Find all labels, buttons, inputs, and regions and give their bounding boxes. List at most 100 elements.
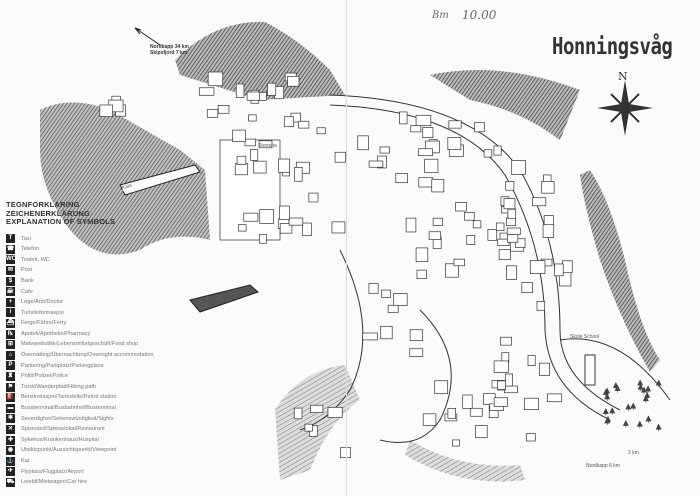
legend-item: ⛟Leiebil/Mietwagen/Car hire [6,477,236,488]
building [464,211,475,221]
building [259,209,274,224]
building [258,140,273,149]
coast-east [580,170,660,372]
legend-item: ✚Sykehus/Krankenhaus/Hospital [6,435,236,446]
doctor-icon: + [6,297,15,307]
tree-icon [614,384,621,393]
hiking-icon: ⚑ [6,382,15,392]
building [416,269,427,280]
road-arrow-northwest [134,27,161,46]
building [444,263,459,278]
tree-icon [630,402,637,411]
police-icon: ♜ [6,372,15,382]
building [448,120,462,129]
map-title: Honningsvåg [552,33,673,61]
legend-heading-no: TEGNFORKLARING [6,200,80,209]
legend-item: ✱Severdighet/Sehenswürdigkeit/Sights [6,414,236,425]
building [302,222,312,237]
legend-item: ▬Bussterminal/Busbahnhof/Busterminal [6,403,236,414]
building [466,235,476,245]
building [379,146,390,154]
legend-item-label: Post [21,267,33,274]
viewpoint-icon: ◉ [6,446,15,456]
legend-item-label: Leiebil/Mietwagen/Car hire [21,479,88,486]
tree-icon [645,415,652,424]
cafe-icon: ☕ [6,287,15,297]
ship [189,284,259,313]
building [542,224,555,238]
building [541,181,555,194]
legend-item-label: Taxi [21,235,31,242]
street-label: Storgata [258,143,277,149]
legend-item-label: Politi/Polizei/Police [21,373,68,380]
building [493,397,508,407]
tree-icon [645,385,651,394]
legend-item: WC Toalett, WC [6,255,236,266]
building [515,238,526,248]
legend-item-label: Telefon [21,246,40,253]
distance-south-east: 3 km [628,450,639,456]
building [505,373,513,387]
tree-icon [605,416,612,424]
building [294,166,303,182]
legend-item-label: Toalett, WC [21,256,50,263]
building [511,160,526,175]
tree-icon [655,423,662,432]
building [380,325,393,340]
building [503,385,518,394]
legend-item: ◉Utsiktspunkt/Aussichtspunkt/Viewpoint [6,445,236,456]
tree-icon [625,403,632,412]
church [584,354,596,386]
building [235,83,245,98]
distance-sign-northwest: Nordkapp 34 km Skipsfjord 7 km [150,44,189,56]
building [415,114,432,127]
building [387,304,399,313]
ship-north [119,164,201,196]
building [327,406,343,418]
building [393,293,408,306]
building [536,301,546,311]
legend-item-label: Lege/Arzt/Doctor [21,299,63,306]
map-legend: TEGNFORKLARING ZEICHENERKLÄRUNG EXPLANAT… [6,200,236,488]
tree-icon [637,383,644,392]
building [234,163,249,176]
toilet-icon: WC [6,255,15,265]
building [487,229,498,241]
legend-item: + Lege/Arzt/Doctor [6,297,236,308]
building [368,160,384,168]
building [206,109,219,118]
distance-skipsfjord: Skipsfjord 7 km [150,50,188,56]
building [288,217,304,226]
tree-icon [642,395,649,403]
building [279,223,293,234]
tree-icon [622,419,629,428]
pharmacy-icon: ℞ [6,329,15,339]
tree-icon [637,379,644,388]
airport-icon: ✈ [6,467,15,477]
telephone-icon: ☎ [6,244,15,254]
building [99,104,113,117]
building [409,329,423,341]
legend-item-label: Turistinformasjon [21,309,64,316]
legend-item-label: Cafe [21,288,33,295]
building [507,208,517,219]
building [493,360,509,373]
handwritten-price: 10.00 [462,8,497,22]
building [526,433,536,442]
building [529,260,546,274]
building [424,158,439,173]
harbour-water-west [40,102,210,255]
building [447,137,462,151]
building [447,408,456,419]
road-south-loop [379,309,452,443]
building [395,173,408,184]
building [495,222,505,232]
tree-icon [604,387,611,396]
legend-item-label: Parkering/Parkplatz/Parkingplace [21,362,104,369]
post-icon: ✉ [6,266,15,276]
shore-south [405,440,525,482]
legend-item: ⌂Overnatting/Übernachtung/Overnight acco… [6,350,236,361]
legend-item-label: Tursti/Wanderpfad/Hiking path [21,383,97,390]
building [455,202,467,212]
